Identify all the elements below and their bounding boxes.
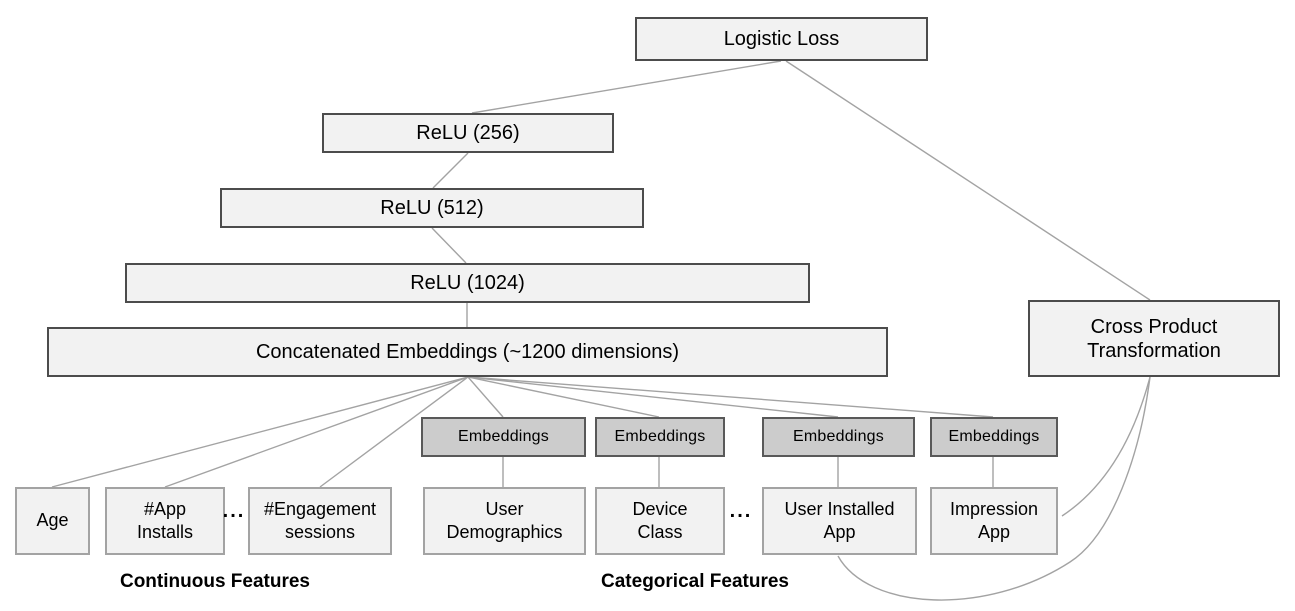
edge-cross-product-to-impression-app bbox=[1061, 376, 1151, 517]
node-relu-512-label: ReLU (512) bbox=[380, 197, 484, 219]
edge-logistic-to-cross-product bbox=[785, 60, 1151, 301]
ellipsis-continuous: ... bbox=[222, 500, 246, 522]
edge-concat-to-age bbox=[51, 376, 469, 488]
node-concatenated-embeddings: Concatenated Embeddings (~1200 dimension… bbox=[47, 327, 888, 377]
edge-concat-to-embeddings-4 bbox=[467, 376, 994, 418]
node-embeddings-2-label: Embeddings bbox=[614, 428, 706, 446]
node-relu-256: ReLU (256) bbox=[322, 113, 614, 153]
node-feature-device-class-label: Device Class bbox=[632, 498, 688, 542]
node-feature-impression-app: Impression App bbox=[930, 487, 1058, 555]
node-concatenated-embeddings-label: Concatenated Embeddings (~1200 dimension… bbox=[255, 341, 680, 363]
node-logistic-loss-label: Logistic Loss bbox=[723, 28, 840, 50]
node-feature-age-label: Age bbox=[36, 510, 69, 531]
edge-logistic-to-relu256 bbox=[471, 60, 782, 114]
node-embeddings-1-label: Embeddings bbox=[458, 428, 549, 446]
edge-cross-product-to-user-installed-app bbox=[837, 376, 1151, 601]
node-feature-app-installs-label: #App Installs bbox=[136, 498, 194, 542]
edge-relu256-to-relu512 bbox=[432, 152, 469, 189]
node-cross-product-transformation: Cross Product Transformation bbox=[1028, 300, 1280, 377]
node-embeddings-1: Embeddings bbox=[421, 417, 586, 457]
edge-concat-to-engagement bbox=[319, 376, 469, 488]
node-feature-user-installed-app: User Installed App bbox=[762, 487, 917, 555]
ellipsis-categorical: ... bbox=[729, 500, 753, 522]
group-label-continuous-features: Continuous Features bbox=[119, 571, 310, 592]
node-relu-512: ReLU (512) bbox=[220, 188, 644, 228]
node-embeddings-3-label: Embeddings bbox=[793, 428, 884, 446]
edge-concat-to-app-installs bbox=[164, 376, 469, 488]
edge-concat-to-embeddings-3 bbox=[467, 376, 839, 418]
node-feature-engagement-sessions-label: #Engagement sessions bbox=[263, 498, 377, 542]
node-relu-1024: ReLU (1024) bbox=[125, 263, 810, 303]
node-feature-user-installed-app-label: User Installed App bbox=[784, 498, 895, 542]
node-embeddings-4-label: Embeddings bbox=[948, 428, 1040, 446]
group-label-categorical-features: Categorical Features bbox=[601, 571, 789, 592]
node-relu-1024-label: ReLU (1024) bbox=[410, 272, 525, 294]
node-embeddings-3: Embeddings bbox=[762, 417, 915, 457]
node-feature-user-demographics: User Demographics bbox=[423, 487, 586, 555]
node-feature-user-demographics-label: User Demographics bbox=[446, 498, 563, 542]
node-embeddings-2: Embeddings bbox=[595, 417, 725, 457]
edge-concat-to-embeddings-1 bbox=[467, 376, 504, 418]
node-feature-impression-app-label: Impression App bbox=[949, 498, 1039, 542]
node-feature-age: Age bbox=[15, 487, 90, 555]
node-logistic-loss: Logistic Loss bbox=[635, 17, 928, 61]
node-cross-product-transformation-label: Cross Product Transformation bbox=[1087, 315, 1221, 362]
edge-concat-to-embeddings-2 bbox=[467, 376, 660, 418]
node-feature-app-installs: #App Installs bbox=[105, 487, 225, 555]
edge-relu512-to-relu1024 bbox=[431, 227, 467, 264]
node-feature-engagement-sessions: #Engagement sessions bbox=[248, 487, 392, 555]
node-embeddings-4: Embeddings bbox=[930, 417, 1058, 457]
node-relu-256-label: ReLU (256) bbox=[416, 122, 520, 144]
node-feature-device-class: Device Class bbox=[595, 487, 725, 555]
